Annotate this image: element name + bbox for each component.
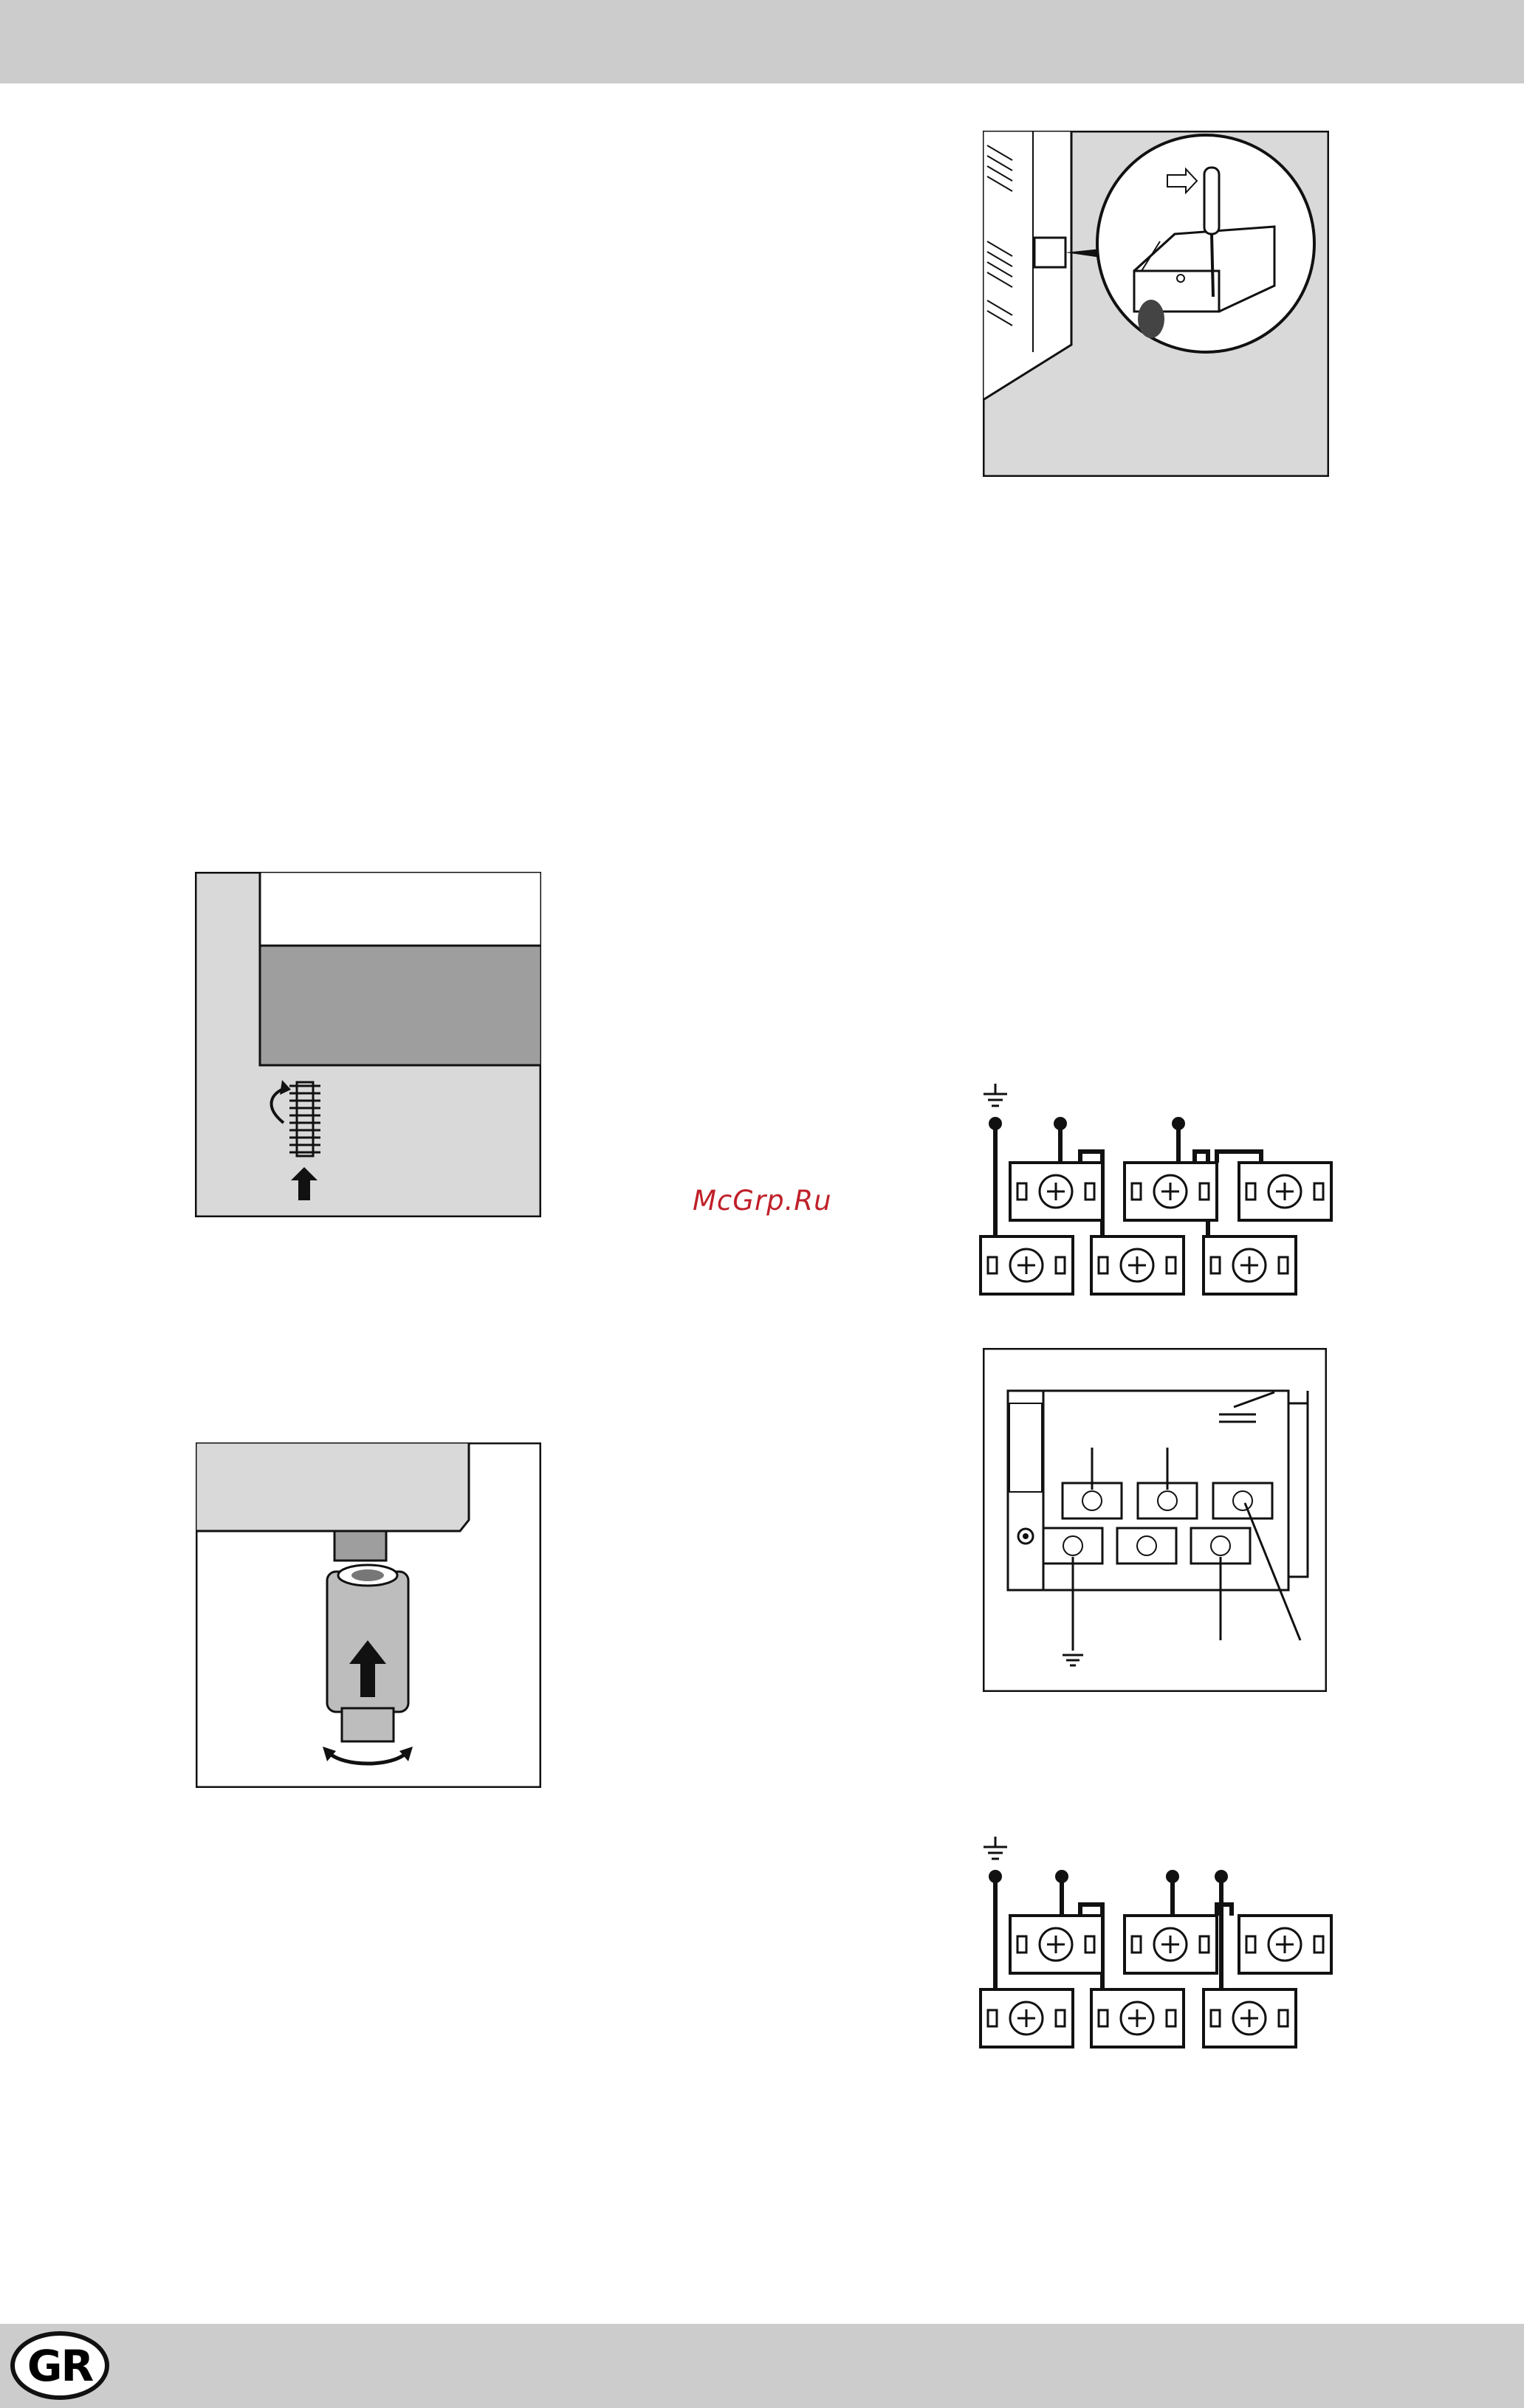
header-band (0, 0, 1524, 83)
footer-band (0, 2324, 1524, 2408)
terminal-block-wiring-a-figure (973, 1078, 1335, 1307)
foot-cap-adjust-figure (196, 1442, 541, 1788)
leg-screw-adjust-figure (195, 872, 541, 1217)
watermark-text: McGrp.Ru (693, 1185, 840, 1217)
language-badge: GR (10, 2331, 109, 2400)
terminal-block-wiring-b-figure (973, 1831, 1335, 2060)
language-badge-label: GR (27, 2341, 92, 2391)
terminal-box-screwdriver-figure (983, 131, 1329, 477)
terminal-board-housing-figure (983, 1348, 1327, 1692)
